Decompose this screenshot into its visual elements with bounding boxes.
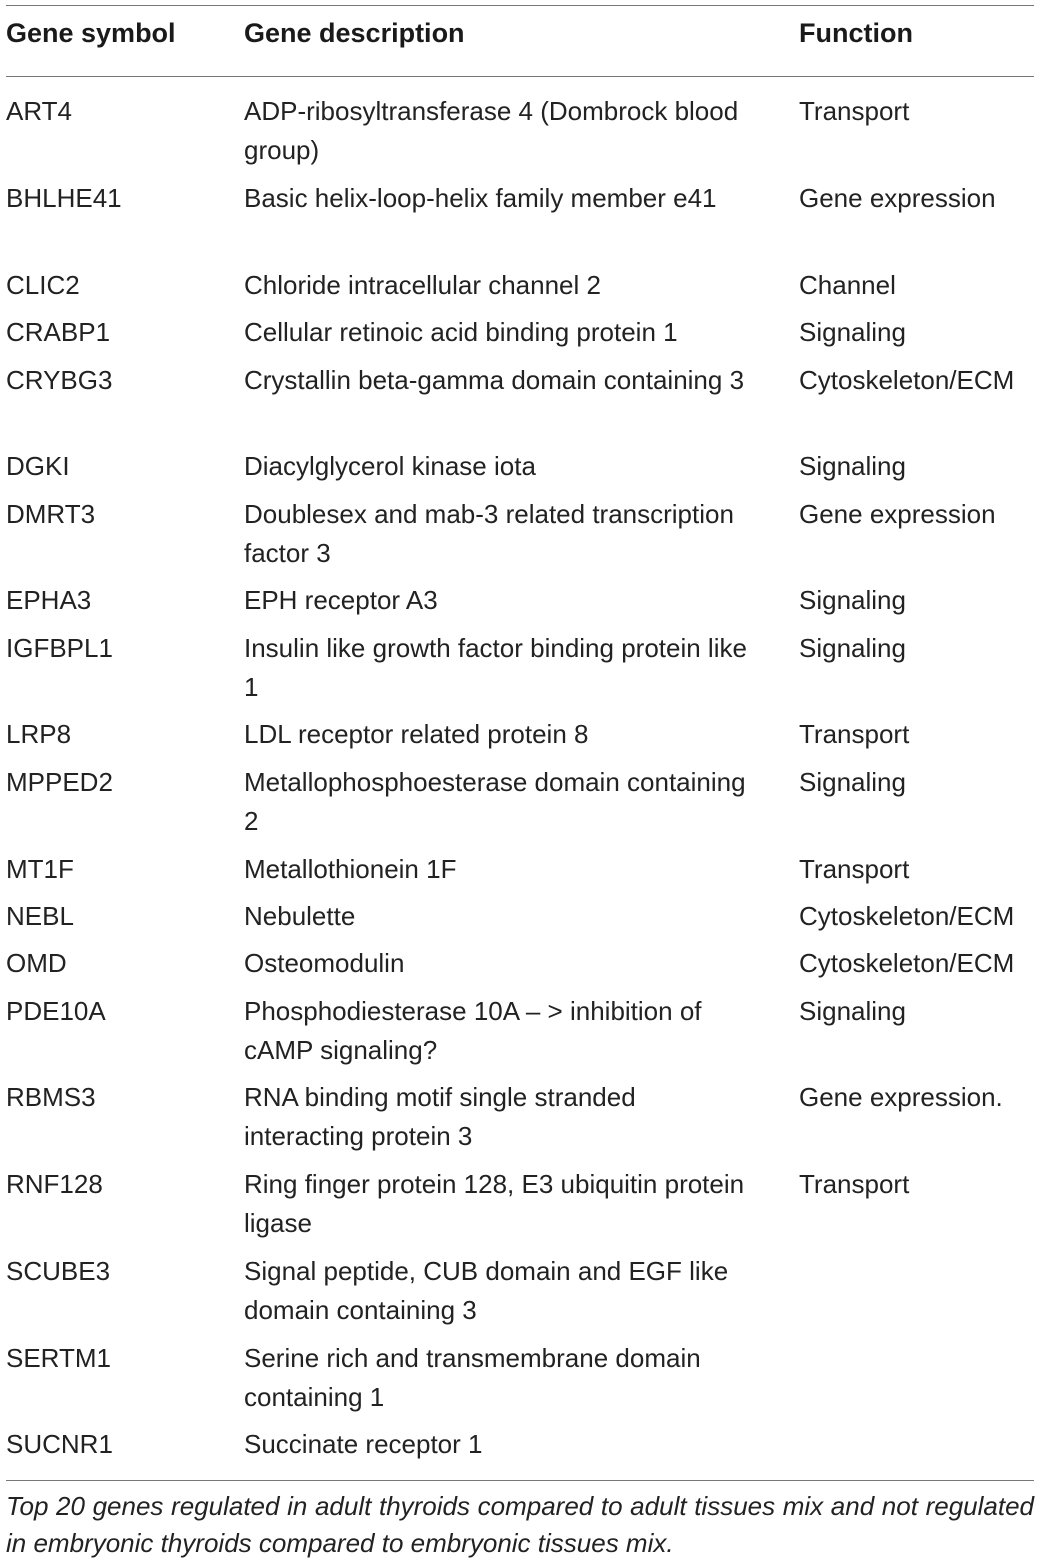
function-cell: Gene expression. xyxy=(799,1082,1003,1112)
function-cell: Cytoskeleton/ECM xyxy=(799,901,1015,931)
gene-description-cell: Phosphodiesterase 10A – > inhibition of … xyxy=(244,996,702,1065)
gene-description-cell: Cellular retinoic acid binding protein 1 xyxy=(244,317,678,347)
function-cell: Gene expression xyxy=(799,499,996,529)
gene-symbol-cell: EPHA3 xyxy=(6,585,92,615)
gene-symbol-cell: NEBL xyxy=(6,901,74,931)
gene-symbol-cell: MT1F xyxy=(6,854,74,884)
function-cell: Transport xyxy=(799,1169,910,1199)
gene-symbol-cell: SUCNR1 xyxy=(6,1429,113,1459)
gene-symbol-cell: IGFBPL1 xyxy=(6,633,113,663)
gene-symbol-cell: OMD xyxy=(6,948,67,978)
gene-symbol-cell: LRP8 xyxy=(6,719,72,749)
gene-symbol-cell: SERTM1 xyxy=(6,1343,111,1373)
function-cell: Cytoskeleton/ECM xyxy=(799,365,1015,395)
table-header-row: Gene symbol Gene description Function xyxy=(6,18,1034,64)
gene-description-cell: Metallothionein 1F xyxy=(244,854,457,884)
gene-description-cell: EPH receptor A3 xyxy=(244,585,438,615)
gene-symbol-cell: DMRT3 xyxy=(6,499,96,529)
function-cell: Signaling xyxy=(799,317,906,347)
gene-description-cell: Insulin like growth factor binding prote… xyxy=(244,633,747,702)
gene-description-cell: ADP-ribosyltransferase 4 (Dombrock blood… xyxy=(244,96,739,165)
function-cell: Transport xyxy=(799,719,910,749)
gene-description-cell: Chloride intracellular channel 2 xyxy=(244,270,601,300)
gene-symbol-cell: RNF128 xyxy=(6,1169,103,1199)
gene-symbol-cell: CRABP1 xyxy=(6,317,111,347)
gene-description-cell: Basic helix-loop-helix family member e41 xyxy=(244,183,717,213)
gene-symbol-cell: CRYBG3 xyxy=(6,365,113,395)
gene-symbol-cell: ART4 xyxy=(6,96,72,126)
gene-description-cell: Signal peptide, CUB domain and EGF like … xyxy=(244,1256,729,1325)
gene-description-cell: Nebulette xyxy=(244,901,356,931)
function-cell: Transport xyxy=(799,854,910,884)
table-caption: Top 20 genes regulated in adult thyroids… xyxy=(6,1491,1034,1558)
header-function: Function xyxy=(799,18,913,48)
table-header-rule xyxy=(6,76,1034,77)
header-gene-symbol: Gene symbol xyxy=(6,18,176,48)
function-cell: Signaling xyxy=(799,585,906,615)
table-bottom-rule xyxy=(6,1480,1034,1481)
gene-description-cell: Succinate receptor 1 xyxy=(244,1429,483,1459)
gene-symbol-cell: RBMS3 xyxy=(6,1082,96,1112)
gene-description-cell: LDL receptor related protein 8 xyxy=(244,719,589,749)
function-cell: Transport xyxy=(799,96,910,126)
gene-symbol-cell: DGKI xyxy=(6,451,70,481)
gene-symbol-cell: MPPED2 xyxy=(6,767,113,797)
gene-description-cell: Metallophosphoesterase domain containing… xyxy=(244,767,746,836)
gene-description-cell: RNA binding motif single stranded intera… xyxy=(244,1082,636,1151)
table-top-rule xyxy=(6,5,1034,6)
function-cell: Signaling xyxy=(799,633,906,663)
gene-symbol-cell: SCUBE3 xyxy=(6,1256,111,1286)
gene-symbol-cell: CLIC2 xyxy=(6,270,80,300)
gene-description-cell: Serine rich and transmembrane domain con… xyxy=(244,1343,701,1412)
gene-description-cell: Crystallin beta-gamma domain containing … xyxy=(244,365,745,395)
header-gene-description: Gene description xyxy=(244,18,465,48)
gene-description-cell: Doublesex and mab-3 related transcriptio… xyxy=(244,499,734,568)
gene-description-cell: Diacylglycerol kinase iota xyxy=(244,451,536,481)
function-cell: Cytoskeleton/ECM xyxy=(799,948,1015,978)
gene-symbol-cell: BHLHE41 xyxy=(6,183,122,213)
function-cell: Signaling xyxy=(799,996,906,1026)
function-cell: Signaling xyxy=(799,767,906,797)
function-cell: Channel xyxy=(799,270,896,300)
function-cell: Signaling xyxy=(799,451,906,481)
gene-description-cell: Ring finger protein 128, E3 ubiquitin pr… xyxy=(244,1169,745,1238)
function-cell: Gene expression xyxy=(799,183,996,213)
gene-description-cell: Osteomodulin xyxy=(244,948,405,978)
gene-symbol-cell: PDE10A xyxy=(6,996,106,1026)
